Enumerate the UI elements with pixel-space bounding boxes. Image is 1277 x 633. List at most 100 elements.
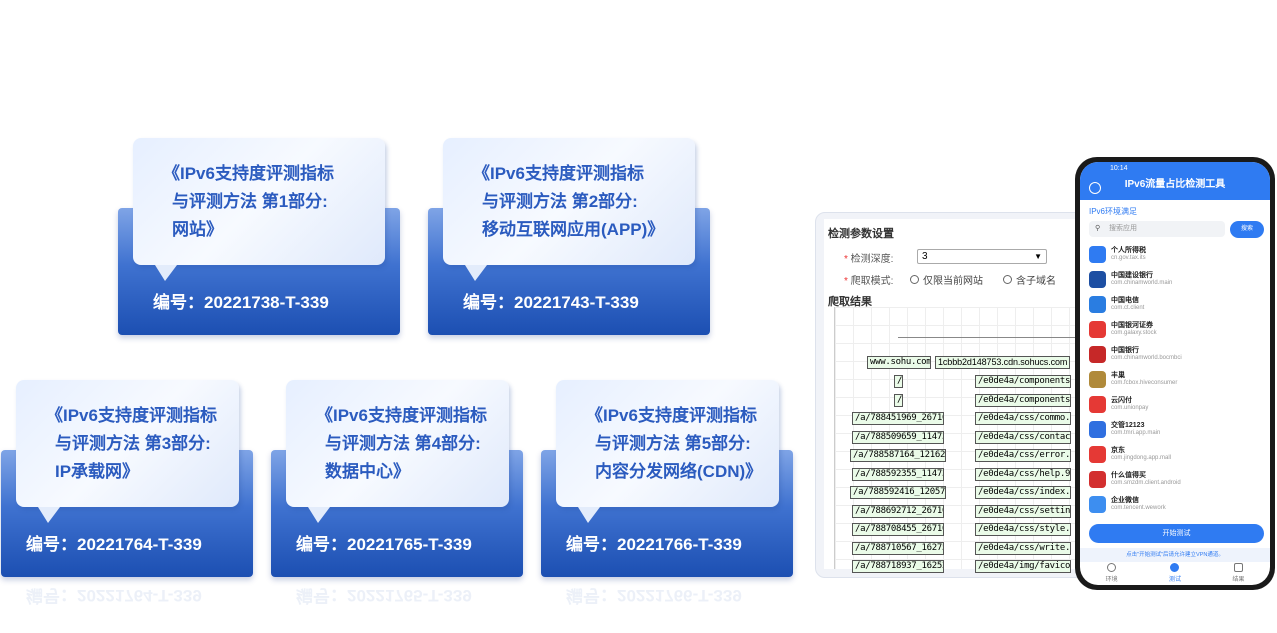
app-name: 云闪付 bbox=[1111, 397, 1132, 404]
tree-node[interactable]: /a/788587164_12162... bbox=[850, 449, 946, 462]
app-name: 什么值得买 bbox=[1111, 472, 1146, 479]
app-name: 个人所得税 bbox=[1111, 247, 1146, 254]
tree-node[interactable]: /e0de4a/css/commo... bbox=[975, 412, 1071, 425]
tree-node[interactable]: /e0de4a/css/contacts... bbox=[975, 430, 1071, 444]
app-package: com.unionpay bbox=[1111, 405, 1149, 411]
search-input[interactable]: ⚲搜索应用 bbox=[1089, 221, 1225, 237]
app-name: 中国建设银行 bbox=[1111, 272, 1153, 279]
tree-node[interactable]: /a/788710567_162758 bbox=[852, 541, 944, 555]
tree-node[interactable]: /e0de4a/css/setting.... bbox=[975, 504, 1071, 518]
app-icon bbox=[1089, 396, 1106, 413]
tree-node[interactable]: / bbox=[894, 393, 903, 407]
search-icon: ⚲ bbox=[1095, 225, 1101, 232]
tree-node[interactable]: /e0de4a/img/favicon... bbox=[975, 560, 1071, 573]
app-icon bbox=[1089, 246, 1106, 263]
app-icon bbox=[1089, 321, 1106, 338]
app-package: com.jingdong.app.mall bbox=[1111, 455, 1172, 461]
code-reflection: 编号：20221766-T-339 bbox=[566, 586, 742, 605]
standard-title: 《IPv6支持度评测指标与评测方法 第5部分:内容分发网络(CDN)》 bbox=[556, 380, 779, 523]
tree-node[interactable]: /e0de4a/css/error.63... bbox=[975, 449, 1071, 462]
app-name: 中国银行 bbox=[1111, 347, 1139, 354]
app-name: 企业微信 bbox=[1111, 497, 1139, 504]
app-icon bbox=[1089, 446, 1106, 463]
standard-title: 《IPv6支持度评测指标与评测方法 第3部分:IP承载网》 bbox=[16, 380, 239, 523]
standard-card: 《IPv6支持度评测指标与评测方法 第5部分:内容分发网络(CDN)》编号：20… bbox=[541, 380, 793, 577]
app-name: 中国电信 bbox=[1111, 297, 1139, 304]
tree-node[interactable]: /a/788708455_267106 bbox=[852, 523, 944, 536]
standard-title: 《IPv6支持度评测指标与评测方法 第2部分:移动互联网应用(APP)》 bbox=[443, 138, 695, 281]
tree-node[interactable]: /e0de4a/css/write.35... bbox=[975, 541, 1071, 555]
chevron-down-icon: ▼ bbox=[1034, 252, 1042, 261]
tree-node[interactable]: /e0de4a/css/style.ab... bbox=[975, 523, 1071, 536]
tree-node[interactable]: /a/788692712_267106 bbox=[852, 504, 944, 518]
standard-code: 编号：20221738-T-339 bbox=[153, 293, 329, 312]
app-icon bbox=[1089, 296, 1106, 313]
app-package: com.fcbox.hiveconsumer bbox=[1111, 380, 1178, 386]
tree-node[interactable]: 1cbbb2d148753.cdn.sohucs.com bbox=[935, 356, 1071, 369]
tree-node[interactable]: /e0de4a/css/help.9d... bbox=[975, 467, 1071, 481]
app-package: com.chinamworld.bocmbci bbox=[1111, 355, 1182, 361]
tree-node[interactable]: /e0de4a/components... bbox=[975, 375, 1071, 388]
app-package: com.chinamworld.main bbox=[1111, 280, 1173, 286]
tree-node[interactable]: /a/788509659_114731 bbox=[852, 430, 944, 444]
tree-node[interactable]: /a/788592355_114731 bbox=[852, 467, 944, 481]
app-icon bbox=[1089, 271, 1106, 288]
tree-node[interactable]: www.sohu.com bbox=[867, 356, 931, 369]
app-package: cn.gov.tax.its bbox=[1111, 255, 1146, 261]
mode-radio-subdomains[interactable]: 含子域名 bbox=[1003, 272, 1056, 287]
app-name: 中国银河证券 bbox=[1111, 322, 1153, 329]
depth-label: * 检测深度: bbox=[844, 254, 894, 265]
standard-card: 《IPv6支持度评测指标与评测方法 第3部分:IP承载网》编号：20221764… bbox=[1, 380, 253, 577]
standard-title: 《IPv6支持度评测指标与评测方法 第4部分:数据中心》 bbox=[286, 380, 509, 523]
start-test-button[interactable]: 开始测试 bbox=[1089, 524, 1264, 543]
tree-node[interactable]: /e0de4a/components... bbox=[975, 393, 1071, 407]
standard-card: 《IPv6支持度评测指标与评测方法 第4部分:数据中心》编号：20221765-… bbox=[271, 380, 523, 577]
tab-test[interactable]: 测试 bbox=[1143, 561, 1206, 585]
code-reflection: 编号：20221765-T-339 bbox=[296, 586, 472, 605]
mode-radio-current-site[interactable]: 仅限当前网站 bbox=[910, 272, 983, 287]
standard-card: 《IPv6支持度评测指标与评测方法 第1部分:网站》编号：20221738-T-… bbox=[118, 138, 400, 335]
test-icon bbox=[1170, 563, 1180, 572]
search-button[interactable]: 搜索 bbox=[1230, 221, 1264, 238]
crawl-tree: www.sohu.com 1cbbb2d148753.cdn.sohucs.com… bbox=[834, 307, 1084, 573]
tree-node[interactable]: /a/788718937_162522 bbox=[852, 560, 944, 573]
clipboard-icon bbox=[1233, 563, 1243, 572]
app-package: com.galaxy.stock bbox=[1111, 330, 1157, 336]
tree-node[interactable]: /e0de4a/css/index.1... bbox=[975, 486, 1071, 499]
app-package: com.tmri.app.main bbox=[1111, 430, 1161, 436]
tree-node[interactable]: /a/788592416_12057... bbox=[850, 486, 946, 499]
mode-label: * 爬取模式: bbox=[844, 276, 894, 287]
standard-code: 编号：20221764-T-339 bbox=[26, 535, 202, 554]
app-icon bbox=[1089, 471, 1106, 488]
app-icon bbox=[1089, 421, 1106, 438]
standard-card: 《IPv6支持度评测指标与评测方法 第2部分:移动互联网应用(APP)》编号：2… bbox=[428, 138, 710, 335]
tree-node[interactable]: / bbox=[894, 375, 903, 388]
app-name: 丰巢 bbox=[1111, 372, 1125, 379]
app-name: 京东 bbox=[1111, 447, 1125, 454]
tab-environment[interactable]: 环境 bbox=[1080, 561, 1143, 585]
settings-title: 检测参数设置 bbox=[828, 228, 894, 240]
tab-results[interactable]: 结果 bbox=[1207, 561, 1270, 585]
globe-icon bbox=[1107, 563, 1117, 572]
user-icon[interactable] bbox=[1089, 182, 1101, 194]
code-reflection: 编号：20221764-T-339 bbox=[26, 586, 202, 605]
status-time: 10:14 bbox=[1110, 165, 1128, 172]
app-icon bbox=[1089, 371, 1106, 388]
standard-title: 《IPv6支持度评测指标与评测方法 第1部分:网站》 bbox=[133, 138, 385, 281]
depth-select[interactable]: 3▼ bbox=[917, 249, 1047, 264]
vpn-hint: 点击"开始测试"后请允许建立VPN通道。 bbox=[1080, 548, 1270, 562]
tree-node[interactable]: /a/788451969_267106 bbox=[852, 412, 944, 425]
app-name: 交管12123 bbox=[1111, 422, 1145, 429]
crawler-panel: 检测参数设置 * 检测深度: 3▼ * 爬取模式: 仅限当前网站 含子域名 爬取… bbox=[815, 212, 1085, 578]
